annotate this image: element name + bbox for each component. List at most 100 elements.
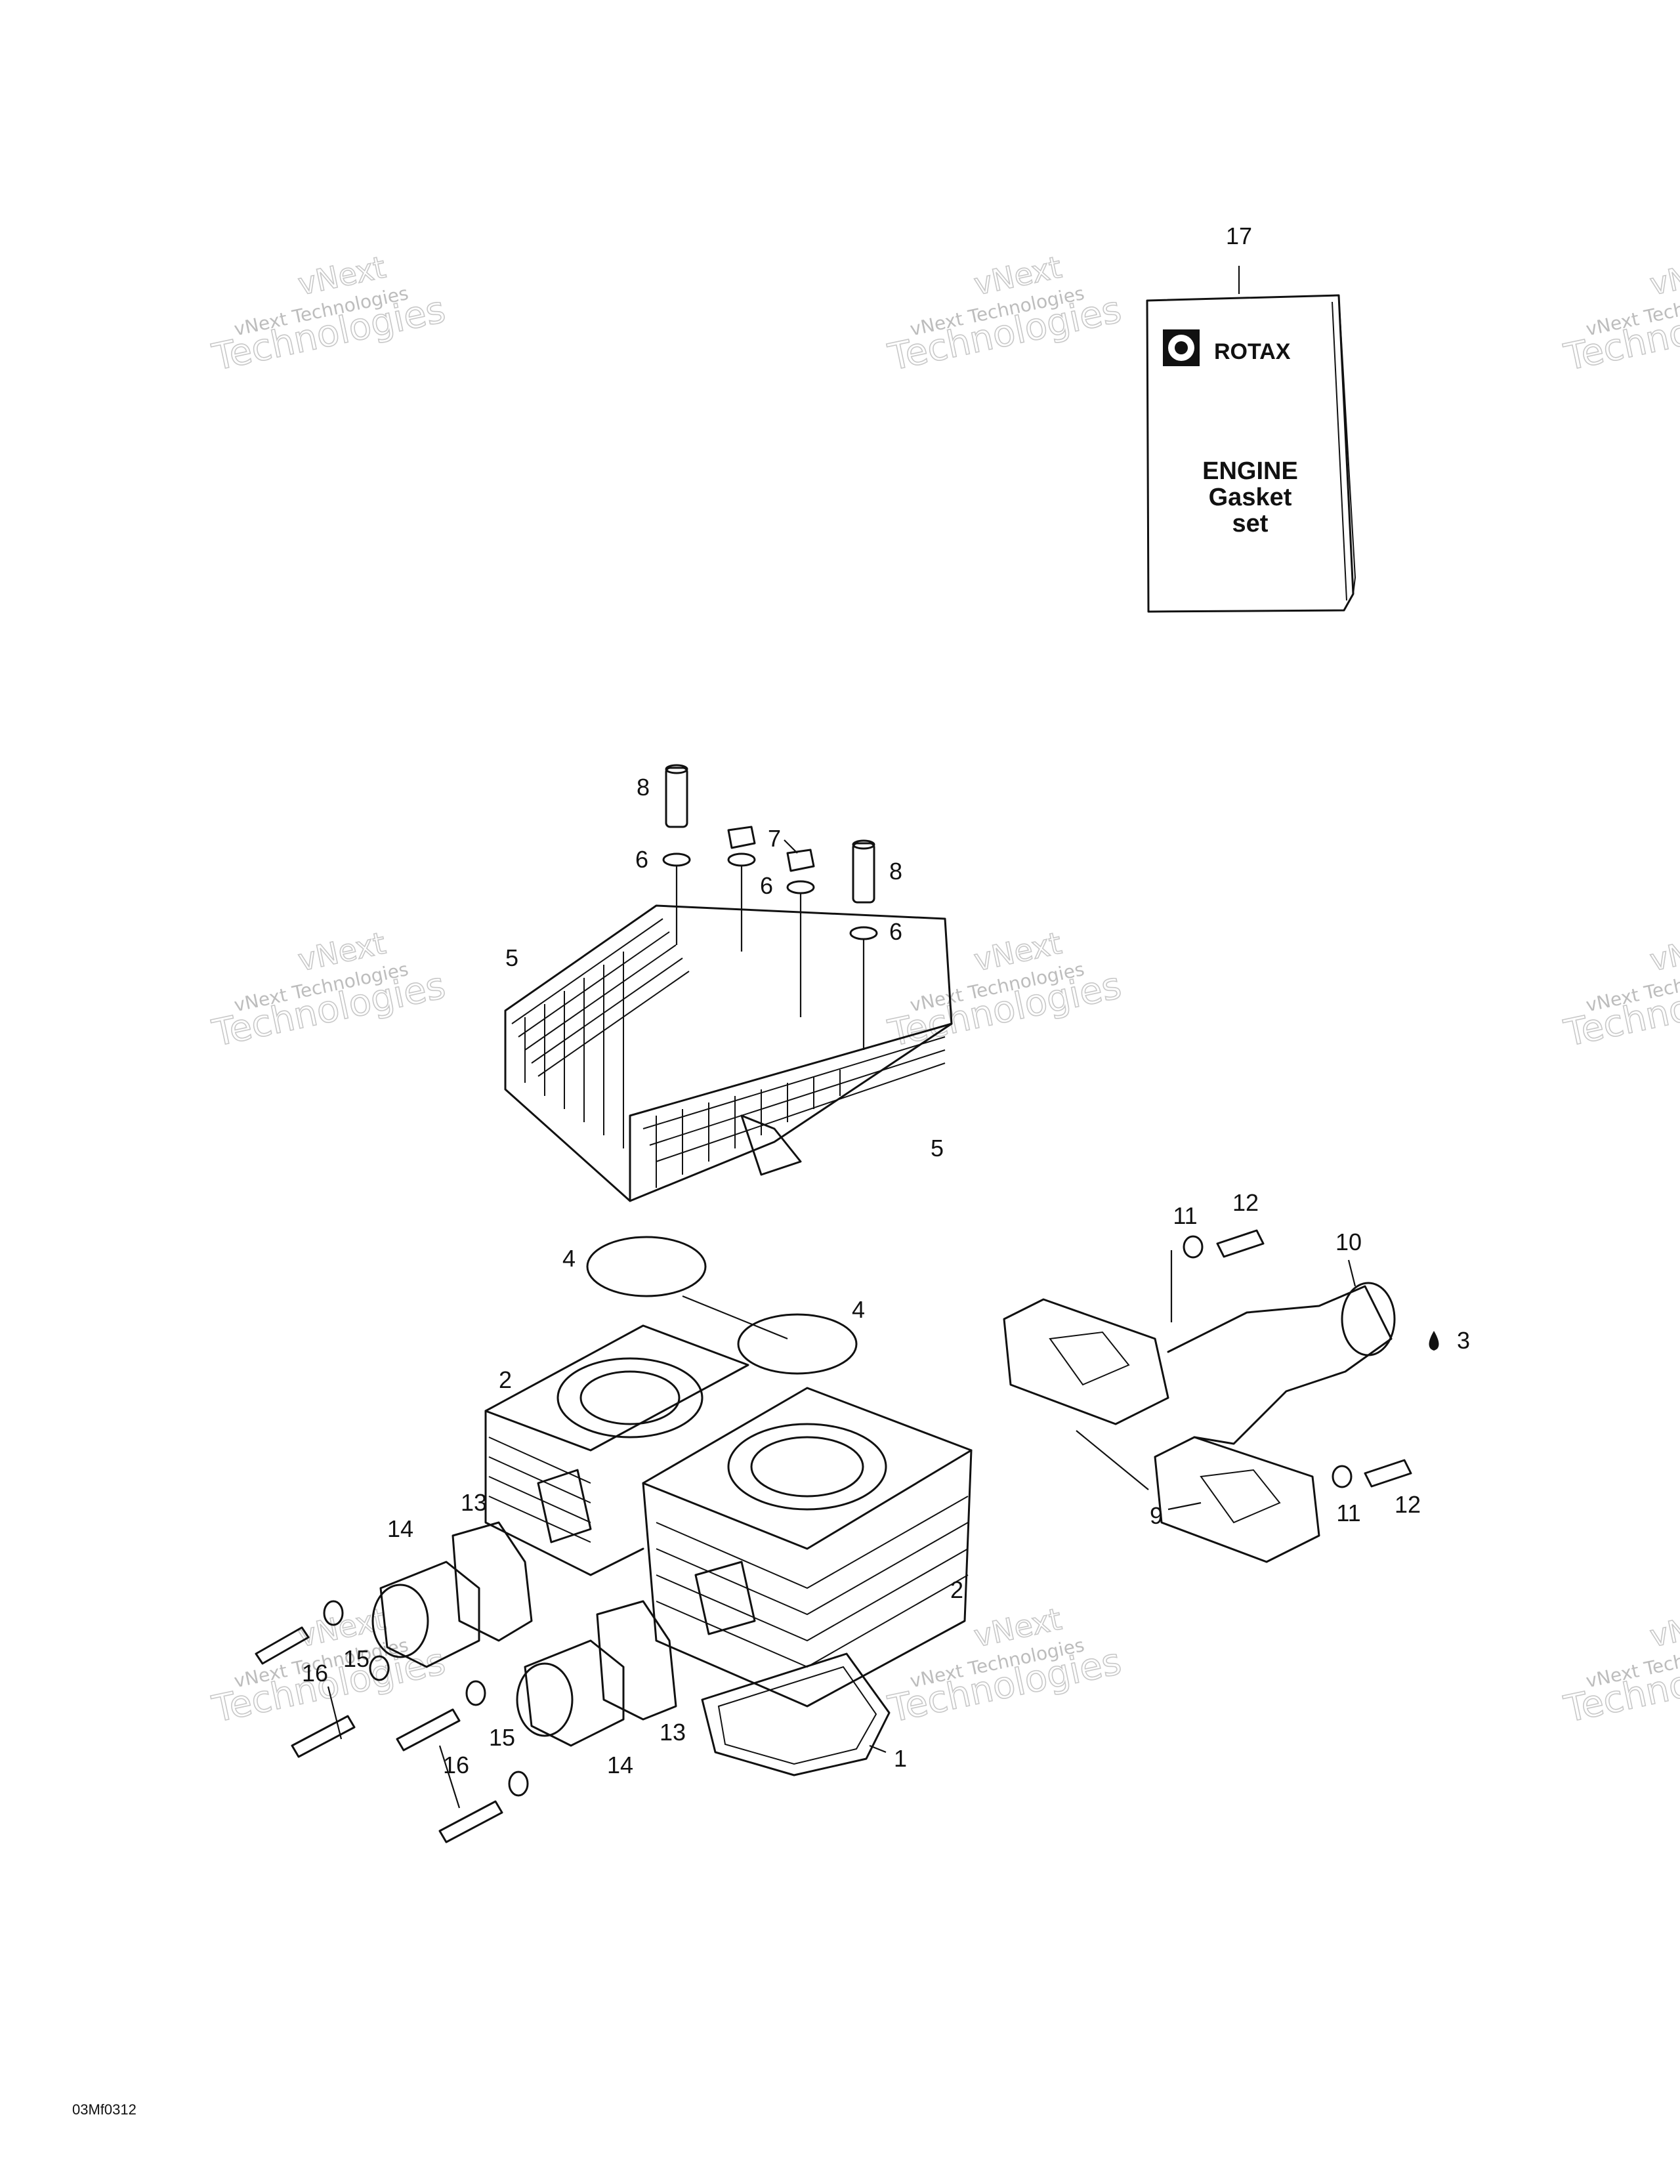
intake-port-14-left-icon bbox=[371, 1584, 429, 1658]
cylinder-left-body bbox=[484, 1410, 644, 1576]
washer-15-b-icon bbox=[369, 1655, 390, 1681]
kit-title-line2: Gasket bbox=[1209, 484, 1292, 511]
cylinders bbox=[484, 1324, 973, 1708]
callout-8-right: 8 bbox=[889, 858, 902, 885]
exhaust-gasket-9-right bbox=[1154, 1436, 1320, 1563]
svg-text:vNext: vNext bbox=[1647, 1601, 1680, 1654]
figure-code: 03Mf0312 bbox=[72, 2101, 136, 2118]
leader-1 bbox=[869, 1744, 887, 1754]
head-hardware bbox=[662, 764, 878, 1050]
exhaust-manifold-10-body bbox=[1167, 1285, 1393, 1445]
watermark-4: vNext vNext Technologies Technologies bbox=[208, 925, 450, 1056]
screw-16-a-icon bbox=[255, 1626, 310, 1665]
exhaust-gasket-9-left bbox=[1003, 1298, 1169, 1425]
kit-title-line3: set bbox=[1232, 510, 1269, 537]
callout-12-top: 12 bbox=[1232, 1189, 1259, 1216]
leader-16-a bbox=[327, 1686, 343, 1740]
intake-left bbox=[371, 1521, 533, 1668]
callout-leaders bbox=[327, 839, 1356, 1809]
callout-7: 7 bbox=[768, 825, 781, 852]
cylinder-left-port bbox=[537, 1469, 592, 1544]
callout-15-left: 15 bbox=[343, 1645, 369, 1672]
callout-4-right: 4 bbox=[852, 1296, 865, 1323]
kit-box-edge bbox=[1338, 295, 1356, 595]
stud-8-left-top-icon bbox=[665, 764, 688, 774]
sealant-drop-3-icon bbox=[1429, 1331, 1439, 1351]
callout-8-left: 8 bbox=[637, 774, 650, 801]
kit-title-line1: ENGINE bbox=[1202, 457, 1298, 485]
head-split bbox=[629, 1022, 953, 1202]
washer-6-right-icon bbox=[849, 926, 878, 940]
callout-11-top: 11 bbox=[1173, 1202, 1197, 1229]
callout-14-top: 14 bbox=[387, 1515, 413, 1542]
callout-6-mid: 6 bbox=[760, 872, 773, 899]
intake-hardware bbox=[255, 1600, 529, 1843]
watermark-5: vNext vNext Technologies Technologies bbox=[884, 925, 1125, 1056]
exhaust-outlet-10-icon bbox=[1341, 1282, 1396, 1356]
callout-16-right: 16 bbox=[443, 1752, 469, 1778]
cylinder-right-fins bbox=[656, 1496, 969, 1668]
callout-14-bottom: 14 bbox=[607, 1752, 633, 1778]
washer-15-c-icon bbox=[465, 1680, 486, 1706]
o-ring-4-right-icon bbox=[737, 1313, 858, 1375]
intake-gasket-13-right bbox=[596, 1600, 677, 1721]
leader-o-ring bbox=[682, 1295, 788, 1340]
callout-6-left: 6 bbox=[635, 846, 648, 873]
intake-gasket-13-left bbox=[452, 1521, 533, 1642]
intake-flange-14-right bbox=[524, 1639, 625, 1747]
leader-9-a bbox=[1076, 1430, 1149, 1490]
stud-8-right-icon bbox=[852, 842, 875, 904]
callout-13-top: 13 bbox=[461, 1489, 487, 1516]
screw-16-b-icon bbox=[291, 1715, 356, 1758]
cylinder-left-bore-outer-icon bbox=[556, 1357, 704, 1438]
stud-8-right-top-icon bbox=[852, 839, 875, 850]
leader-16-b bbox=[438, 1745, 461, 1809]
exhaust-gasket-9-right-port bbox=[1200, 1469, 1281, 1524]
nut-7-a-icon bbox=[727, 826, 756, 849]
exhaust-gasket-9-left-port bbox=[1049, 1331, 1130, 1386]
watermark-group: vNext vNext Technologies Technologies vN… bbox=[208, 249, 1680, 1732]
callout-2-bottom: 2 bbox=[950, 1576, 963, 1603]
washer-6-a-icon bbox=[727, 852, 756, 867]
washer-6-left-icon bbox=[662, 852, 691, 867]
svg-text:vNext: vNext bbox=[1647, 925, 1680, 978]
kit-box-inner-edge bbox=[1332, 301, 1347, 601]
cylinder-left-bore-icon bbox=[579, 1370, 681, 1425]
callout-labels: 17 8 6 7 6 8 6 5 5 4 4 2 2 1 13 14 13 14… bbox=[302, 222, 1470, 1778]
kit-box-outline bbox=[1146, 294, 1354, 613]
leader-10 bbox=[1347, 1259, 1356, 1287]
head-fins-left bbox=[511, 918, 690, 1077]
watermark-2: vNext vNext Technologies Technologies bbox=[884, 249, 1125, 380]
leader-9-b bbox=[1167, 1502, 1202, 1511]
stud-8-left-icon bbox=[665, 766, 688, 828]
callout-15-right: 15 bbox=[489, 1724, 515, 1751]
o-ring-4-left-icon bbox=[586, 1236, 707, 1297]
base-gasket-1-inner bbox=[717, 1666, 877, 1765]
exhaust-manifold bbox=[1003, 1229, 1439, 1563]
watermark-9: vNext vNext Technologies Technologies bbox=[1560, 1601, 1680, 1732]
rotax-gear-logo-icon bbox=[1163, 329, 1200, 366]
head-fins-vertical-left bbox=[524, 952, 624, 1148]
callout-5-top: 5 bbox=[505, 944, 518, 971]
callout-10: 10 bbox=[1335, 1228, 1362, 1255]
cylinder-head bbox=[504, 904, 953, 1202]
callout-1: 1 bbox=[894, 1745, 907, 1772]
washer-11-top-icon bbox=[1183, 1235, 1204, 1259]
leader-7 bbox=[784, 839, 798, 854]
nut-7-b-icon bbox=[786, 849, 815, 872]
callout-9: 9 bbox=[1150, 1502, 1163, 1529]
base-gasket-1 bbox=[701, 1652, 891, 1776]
head-fins-right bbox=[642, 1036, 946, 1162]
washer-15-a-icon bbox=[323, 1600, 344, 1626]
screw-12-top-icon bbox=[1216, 1229, 1265, 1258]
head-outline bbox=[504, 904, 953, 1202]
intake-port-14-right-icon bbox=[516, 1662, 574, 1737]
callout-4-left: 4 bbox=[562, 1245, 576, 1272]
kit-brand: ROTAX bbox=[1214, 339, 1291, 364]
callout-16-left: 16 bbox=[302, 1660, 328, 1687]
cylinder-right-bore-icon bbox=[750, 1436, 864, 1498]
svg-text:vNext: vNext bbox=[1647, 249, 1680, 303]
cylinder-right-body bbox=[642, 1449, 973, 1708]
washer-6-b-icon bbox=[786, 880, 815, 894]
